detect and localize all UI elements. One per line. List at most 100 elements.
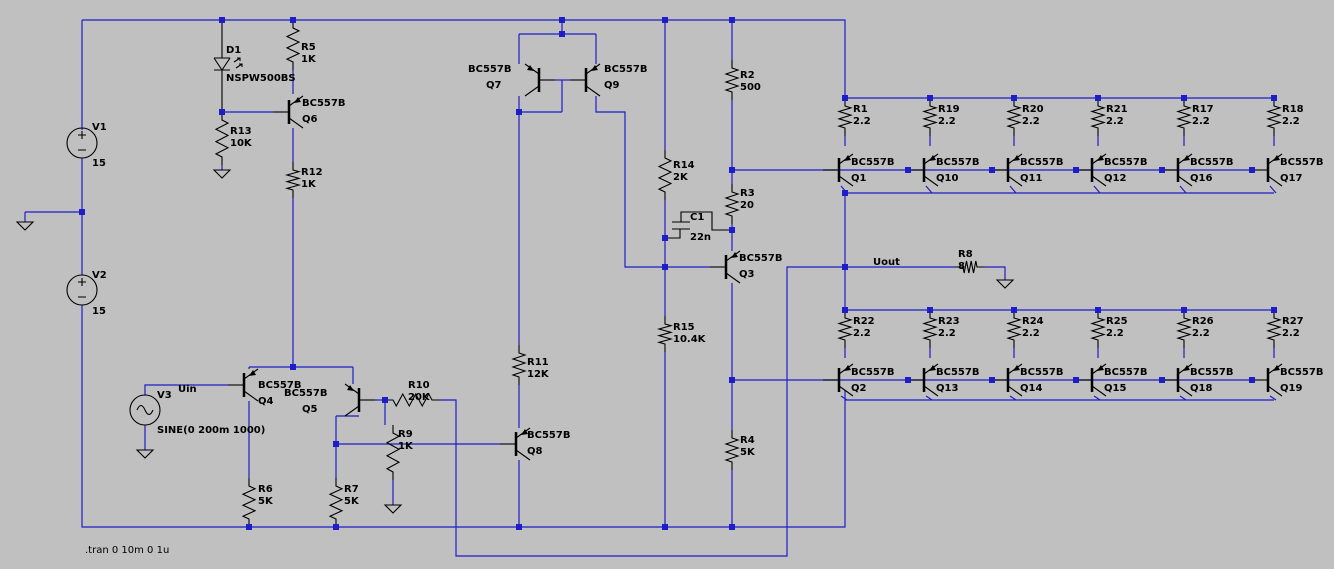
resistor-r8[interactable] (955, 260, 985, 274)
transistor-q10[interactable] (908, 153, 939, 187)
transistor-model: BC557B (851, 157, 894, 168)
transistor-q9[interactable] (570, 63, 601, 97)
resistor-value: 20 (740, 200, 754, 211)
diode-d1[interactable] (213, 20, 243, 112)
resistor-ref: R8 (958, 249, 973, 260)
resistor-ref: R13 (230, 126, 252, 137)
capacitor-value: 22n (690, 232, 711, 243)
transistor-ref: Q12 (1104, 173, 1126, 184)
transistor-q8[interactable] (500, 427, 531, 461)
resistor-ref: R19 (938, 104, 960, 115)
transistor-q2[interactable] (823, 363, 854, 397)
junctions (79, 17, 1277, 530)
transistor-model: BC557B (527, 430, 570, 441)
resistor-value: 20K (408, 392, 431, 403)
resistor-r10[interactable] (385, 392, 440, 408)
junction-dot (989, 167, 995, 173)
wire (81, 305, 846, 528)
resistor-value: 5K (258, 496, 274, 507)
resistor-r22[interactable] (837, 310, 853, 348)
junction-dot (516, 524, 522, 530)
junction-dot (905, 377, 911, 383)
resistor-r7[interactable] (328, 478, 344, 527)
resistor-r15[interactable] (656, 316, 674, 352)
resistor-r5[interactable] (285, 20, 301, 70)
transistor-q12[interactable] (1076, 153, 1107, 187)
diode-value: NSPW500BS (226, 73, 296, 84)
junction-dot (729, 377, 735, 383)
capacitor-c1[interactable] (665, 211, 732, 239)
ground-symbol (15, 221, 35, 231)
transistor-q3[interactable] (710, 250, 741, 284)
junction-dot (662, 17, 668, 23)
transistor-ref: Q8 (527, 446, 543, 457)
resistor-ref: R21 (1106, 104, 1128, 115)
transistor-ref: Q5 (302, 404, 318, 415)
resistor-r13[interactable] (214, 112, 230, 165)
resistor-r18[interactable] (1266, 98, 1282, 136)
transistor-q19[interactable] (1252, 363, 1283, 397)
resistor-value: 2.2 (1106, 116, 1124, 127)
resistor-ref: R24 (1022, 316, 1044, 327)
resistor-value: 1K (398, 441, 414, 452)
resistor-r4[interactable] (724, 430, 740, 470)
diode-ref: D1 (226, 45, 241, 56)
transistor-q5[interactable] (344, 383, 375, 417)
voltage-source-v3[interactable] (129, 394, 161, 426)
junction-dot (662, 524, 668, 530)
junction-dot (333, 441, 339, 447)
wire (595, 96, 710, 268)
resistor-value: 2.2 (1192, 116, 1210, 127)
resistor-value: 10K (230, 138, 253, 149)
resistor-r21[interactable] (1090, 98, 1106, 136)
junction-dot (290, 364, 296, 370)
resistor-ref: R18 (1282, 104, 1304, 115)
resistor-ref: R10 (408, 380, 430, 391)
transistor-q7[interactable] (524, 63, 555, 97)
resistor-r9[interactable] (385, 425, 401, 480)
transistor-model: BC557B (1020, 157, 1063, 168)
resistor-r17[interactable] (1176, 98, 1192, 136)
transistor-q4[interactable] (228, 368, 259, 402)
transistor-q6[interactable] (273, 95, 304, 129)
resistor-r6[interactable] (241, 478, 257, 527)
resistor-r19[interactable] (922, 98, 938, 136)
junction-dot (729, 17, 735, 23)
transistor-ref: Q6 (302, 114, 318, 125)
resistor-r26[interactable] (1176, 310, 1192, 348)
resistor-r11[interactable] (511, 345, 527, 385)
transistor-q17[interactable] (1252, 153, 1283, 187)
resistor-r24[interactable] (1006, 310, 1022, 348)
junction-dot (842, 307, 848, 313)
resistor-r23[interactable] (922, 310, 938, 348)
resistor-r1[interactable] (837, 98, 853, 136)
resistor-ref: R3 (740, 188, 755, 199)
transistor-q1[interactable] (823, 153, 854, 187)
transistor-model: BC557B (468, 64, 511, 75)
resistor-r14[interactable] (657, 150, 673, 200)
junction-dot (246, 524, 252, 530)
junction-dot (333, 524, 339, 530)
voltage-source-v1[interactable] (66, 127, 98, 159)
wire (925, 395, 933, 401)
net-label-uout: Uout (873, 257, 900, 268)
junction-dot (842, 264, 848, 270)
wire (144, 384, 228, 395)
resistor-ref: R5 (301, 42, 316, 53)
transistor-ref: Q4 (258, 396, 274, 407)
resistor-r27[interactable] (1266, 310, 1282, 348)
resistor-r12[interactable] (284, 162, 302, 198)
resistor-r20[interactable] (1006, 98, 1022, 136)
voltage-source-v2[interactable] (66, 274, 98, 306)
junction-dot (1095, 95, 1101, 101)
resistor-r3[interactable] (724, 184, 740, 224)
resistor-r2[interactable] (724, 60, 740, 100)
junction-dot (559, 17, 565, 23)
transistor-ref: Q15 (1104, 383, 1126, 394)
transistor-q16[interactable] (1162, 153, 1193, 187)
transistor-q18[interactable] (1162, 363, 1193, 397)
transistor-ref: Q1 (851, 173, 867, 184)
resistor-r25[interactable] (1090, 310, 1106, 348)
